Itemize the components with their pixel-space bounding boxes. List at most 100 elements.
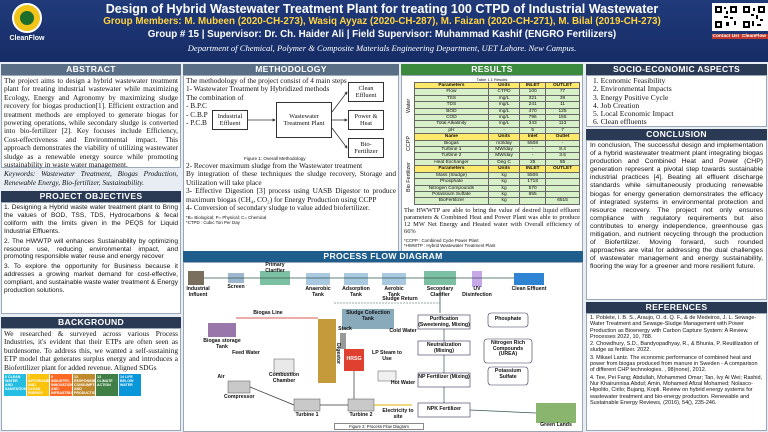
logo-text: CleanFlow [9,35,45,42]
results-table-caption: Table 1.1 Results [476,77,508,82]
group-supervisor: Group # 15 | Supervisor: Dr. Ch. Haider … [147,29,617,40]
flow-heading: PROCESS FLOW DIAGRAM [183,251,583,262]
methodology-panel: The methodology of the project consist o… [183,75,399,259]
flow-biogas-line: Biogas Line [253,310,283,316]
table-cell [545,171,580,180]
table-cell: 113 [545,120,580,128]
flow-cold-water: Cold Water [389,328,417,334]
methodology-list-2: - C.B.P [186,109,208,119]
results-heading: RESULTS [401,64,583,75]
table-header-cell: Units [487,165,521,173]
flow-turbine-1: Turbine 1 [295,412,319,418]
table-cell: 77 [545,88,580,96]
sdg-icon: 12 RESPONSIBLE CONSUMPTION AND PRODUCTIO… [73,374,101,397]
list-number: 4. [593,100,601,110]
table-header-cell: Outlet [545,133,580,141]
flow-uv: UV Disinfection [462,286,492,298]
abstract-panel: The project aims to design a hybrid wast… [1,75,181,187]
objective-1: 1. Designing a Hybrid waste water treatm… [4,204,178,235]
results-summary: The HWWTP are able to bring the value of… [404,206,580,236]
results-footnote-1: *CCPP : Combined Cycle Power Plant [404,237,479,243]
contact-label: Contact Us! [712,34,740,39]
diagram-out-bio: Bio-Fertilizer [348,138,384,158]
reference-item[interactable]: 3. Mikael Lantz. The economic performanc… [590,354,758,374]
flow-hrsg: HRSG [346,356,362,362]
background-panel: We researched & surveyed across various … [1,328,181,431]
list-item: 1. Economic Feasibility [593,76,760,85]
references-panel: 1. Poblete, I. B. S., Araujo, O. d. Q. F… [586,313,767,431]
table-cell: mg/L [487,120,521,128]
flow-caption: Figure 2: Process Flow Diagram [334,423,424,430]
methodology-step1b: The combination of [186,92,244,102]
sdg-icon: 13 CLIMATE ACTION [96,374,118,397]
methodology-step4: 4- Conversion of secondary sludge to val… [186,203,370,213]
table-cell: mg/L [487,101,521,109]
table-cell: 125 [545,107,580,116]
flow-biogas-storage: Biogas storage Tank [203,338,241,350]
table-cell: kg [487,184,521,192]
table-cell: kg [487,178,521,186]
flow-purification: Purification (Sweetening, Mixing) [418,316,470,328]
objectives-panel: 1. Designing a Hybrid waste water treatm… [1,202,181,314]
flow-combustion: Combustion Chamber [268,372,300,384]
table-header-cell: OUTLET [545,165,580,173]
flow-sludge-collection: Sludge Collection Tank [346,310,390,322]
results-panel: Table 1.1 Results Water CCPP Bio Fertili… [401,75,583,259]
table-cell: kg [487,197,521,205]
list-item: 4. Job Creation [593,100,760,110]
cleanflow-logo: CleanFlow [4,3,50,59]
project-label: CleanFlow [740,34,768,39]
poster-header: CleanFlow Design of Hybrid Wastewater Tr… [0,0,768,62]
list-item: 2. Environmental Impacts [593,85,760,93]
reference-item[interactable]: 4. Tee, Pei Fang; Abdullah, Mohammed Oma… [590,374,763,406]
sdg-icon: 9 INDUSTRY, INNOVATION AND INFRASTRUCTUR… [50,374,85,397]
list-number: 5. [593,109,601,119]
qr-code-project-icon[interactable] [740,3,768,31]
flow-lp-steam: LP Steam to Use [372,350,402,362]
process-flow-diagram: Industrial Influent Screen Primary Clari… [183,262,583,432]
flow-neutralization: Neutralization (Mixing) [426,342,462,354]
table-cell: 6515 [545,197,580,205]
table-cell: m3/day [487,139,521,148]
flow-turbine-2: Turbine 2 [349,412,373,418]
socio-heading: SOCIO-ECONOMIC ASPECTS [586,64,767,75]
flow-screen: Screen [227,284,245,290]
table-cell [519,197,547,205]
flow-phosphate: Phosphate [494,316,522,322]
list-item: 3. Energy Positive Cycle [593,92,760,102]
flow-adsorption: Adsorption Tank [342,286,370,298]
references-list: 1. Poblete, I. B. S., Araujo, O. d. Q. F… [590,315,763,406]
table-header-cell: Units [487,133,521,141]
methodology-list-1: - B.P.C [186,101,207,111]
qr-code-contact-icon[interactable] [712,3,740,31]
flow-digestor: Digestor [335,343,341,365]
reference-item[interactable]: 1. Poblete, I. B. S., Araujo, O. d. Q. F… [590,315,757,340]
water-label: Water [406,98,412,113]
results-footnote-2: *HWWTP : Hybrid Wastewater Treatment Pla… [404,242,496,248]
abstract-heading: ABSTRACT [1,64,181,75]
table-cell: MW/day [487,146,521,154]
flow-anaerobic: Anaerobic Tank [305,286,331,298]
abstract-body: The project aims to design a hybrid wast… [4,76,178,170]
objective-2: 2. The HWWTP will enhances Sustainabilit… [4,237,178,261]
list-item: 5. Local Economic Impact [593,110,760,118]
table-cell [545,190,580,199]
flow-green-lands: Green Lands [540,422,572,428]
background-body: We researched & surveyed across various … [4,329,178,372]
ccpp-label: CCPP [406,136,412,152]
abstract-keywords: Keywords: Wastewater Treatment, Biogas P… [4,169,178,187]
conclusion-heading: CONCLUSION [586,129,767,140]
methodology-step2b: By integration of these techniques the s… [186,169,396,187]
reference-item[interactable]: 2. Chowdhury, S.D., Bandyopadhyay, R., &… [590,341,759,354]
flow-npk: NPK Fertilizer [426,406,461,412]
flow-lines [188,271,576,423]
list-label: Energy Positive Cycle [600,92,669,102]
